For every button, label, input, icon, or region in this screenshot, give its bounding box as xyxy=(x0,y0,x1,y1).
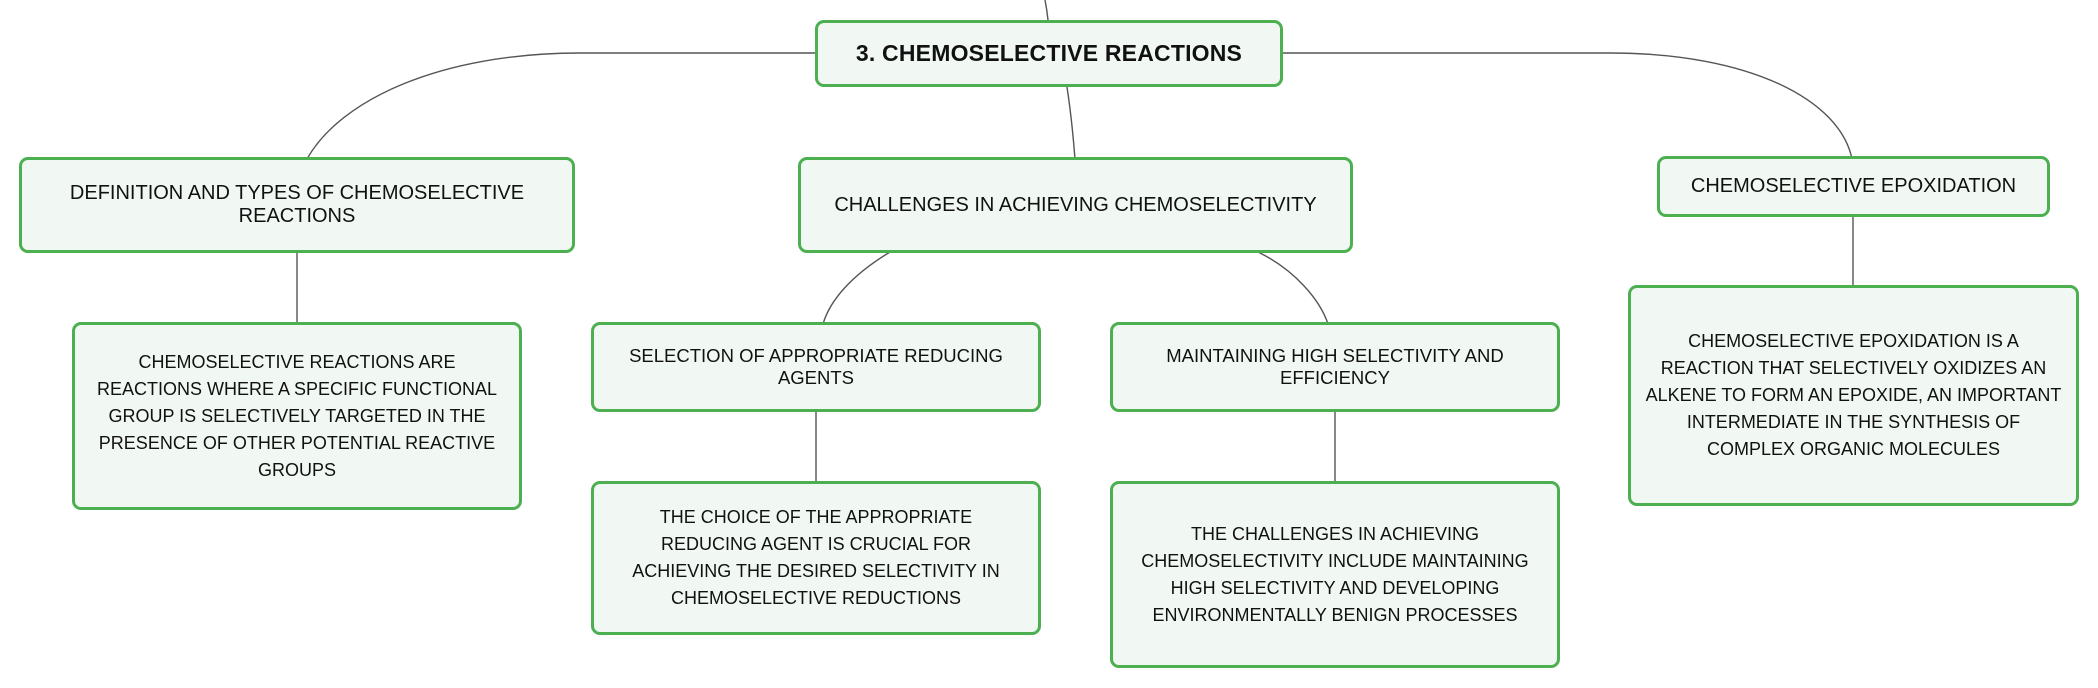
root-node[interactable]: 3. CHEMOSELECTIVE REACTIONS xyxy=(815,20,1283,87)
detail-selectivity-efficiency[interactable]: THE CHALLENGES IN ACHIEVING CHEMOSELECTI… xyxy=(1110,481,1560,668)
connector-challenges-to-selection xyxy=(822,251,891,325)
subtopic-selectivity-efficiency-label: MAINTAINING HIGH SELECTIVITY AND EFFICIE… xyxy=(1166,345,1504,388)
detail-selectivity-efficiency-text: THE CHALLENGES IN ACHIEVING CHEMOSELECTI… xyxy=(1141,523,1529,625)
topic-definition-label: DEFINITION AND TYPES OF CHEMOSELECTIVE R… xyxy=(69,182,525,227)
subtopic-selectivity-efficiency[interactable]: MAINTAINING HIGH SELECTIVITY AND EFFICIE… xyxy=(1110,322,1560,412)
subtopic-reducing-agents-label: SELECTION OF APPROPRIATE REDUCING AGENTS xyxy=(629,345,1003,388)
root-node-label: 3. CHEMOSELECTIVE REACTIONS xyxy=(855,40,1243,66)
detail-definition[interactable]: CHEMOSELECTIVE REACTIONS ARE REACTIONS W… xyxy=(72,322,522,510)
detail-epoxidation-text: CHEMOSELECTIVE EPOXIDATION IS A REACTION… xyxy=(1645,331,2062,459)
subtopic-reducing-agents[interactable]: SELECTION OF APPROPRIATE REDUCING AGENTS xyxy=(591,322,1041,412)
detail-reducing-agents-text: THE CHOICE OF THE APPROPRIATE REDUCING A… xyxy=(632,507,1000,608)
detail-definition-text: CHEMOSELECTIVE REACTIONS ARE REACTIONS W… xyxy=(96,351,498,480)
topic-challenges[interactable]: CHALLENGES IN ACHIEVING CHEMOSELECTIVITY xyxy=(798,157,1353,253)
detail-reducing-agents[interactable]: THE CHOICE OF THE APPROPRIATE REDUCING A… xyxy=(591,481,1041,635)
topic-epoxidation[interactable]: CHEMOSELECTIVE EPOXIDATION xyxy=(1657,156,2050,217)
connector-root-to-definition xyxy=(306,52,815,160)
connector-root-to-epoxidation xyxy=(1283,52,1853,160)
connector-root-to-challenges xyxy=(1066,86,1076,160)
detail-epoxidation[interactable]: CHEMOSELECTIVE EPOXIDATION IS A REACTION… xyxy=(1628,285,2079,506)
topic-challenges-label: CHALLENGES IN ACHIEVING CHEMOSELECTIVITY xyxy=(834,193,1317,216)
topic-epoxidation-label: CHEMOSELECTIVE EPOXIDATION xyxy=(1690,175,2017,197)
connector-root-parent xyxy=(1044,0,1049,21)
topic-definition[interactable]: DEFINITION AND TYPES OF CHEMOSELECTIVE R… xyxy=(19,157,575,253)
connector-challenges-to-maintaining xyxy=(1257,251,1329,325)
